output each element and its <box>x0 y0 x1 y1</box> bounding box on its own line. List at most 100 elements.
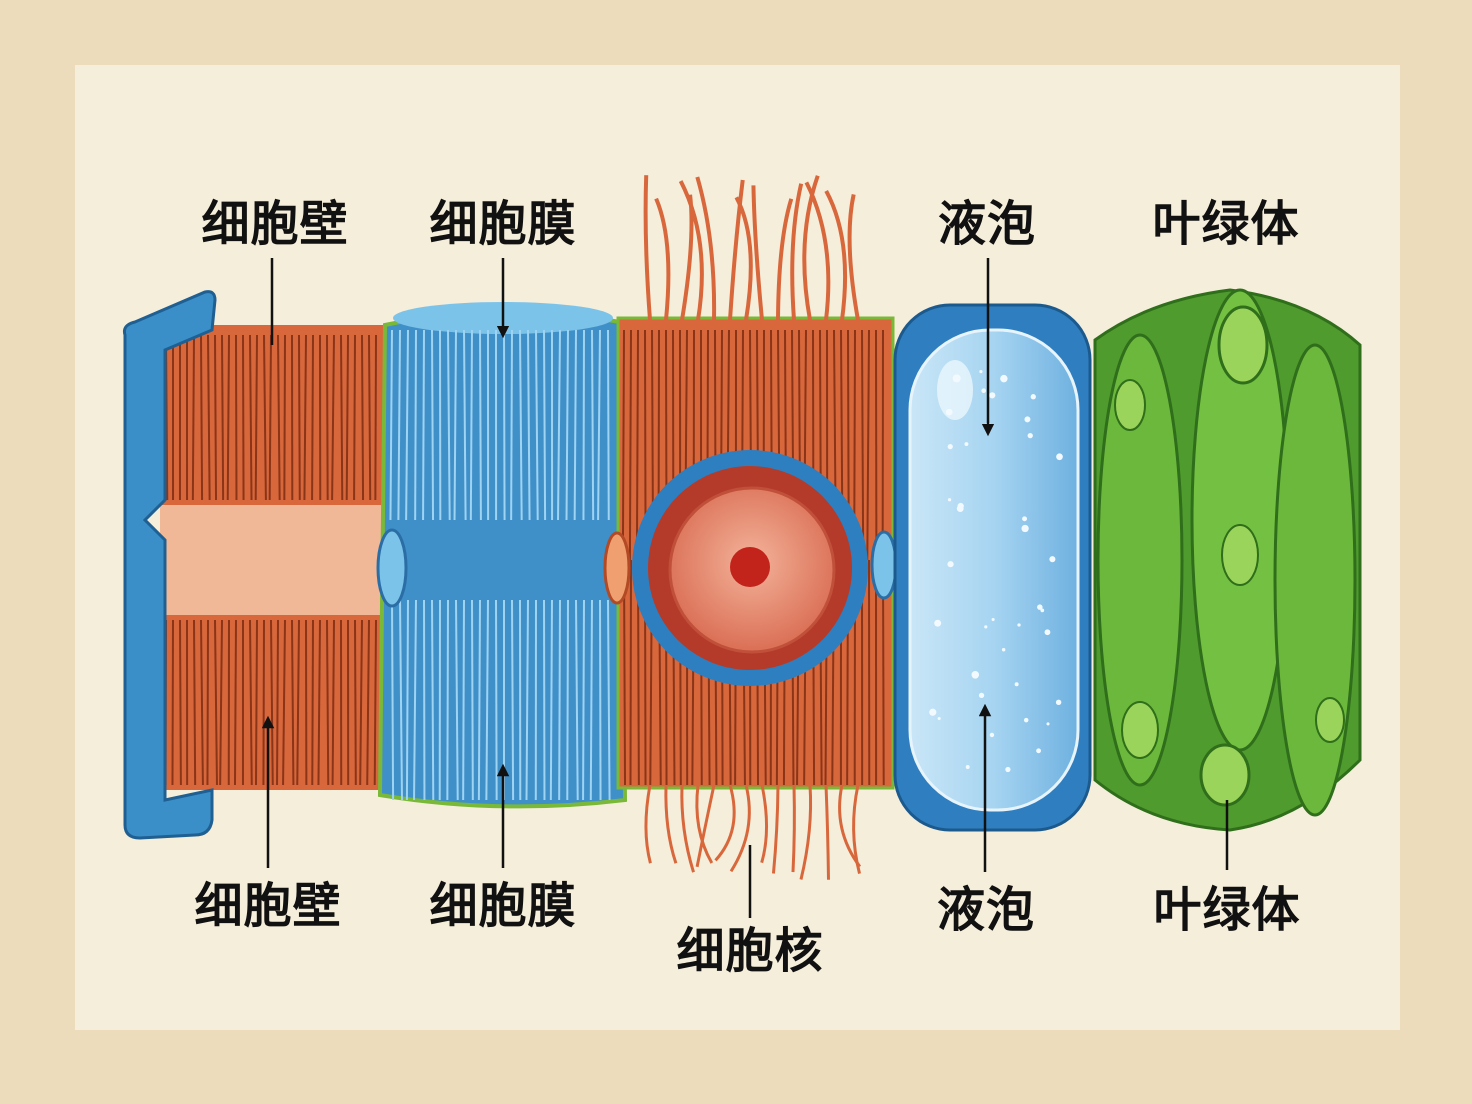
fiber-stroke <box>471 330 472 520</box>
fiber-stroke <box>480 330 481 520</box>
nucleolus <box>730 547 770 587</box>
vacuole-particle <box>1056 453 1063 460</box>
chloroplast-group <box>1095 290 1360 830</box>
fiber-stroke <box>207 620 208 785</box>
fiber-stroke <box>172 620 173 785</box>
fiber-stroke <box>423 330 424 520</box>
fiber-stroke <box>215 335 216 500</box>
label-bottom-vacuole: 液泡 <box>937 886 1035 934</box>
fiber-stroke <box>407 600 408 800</box>
fiber-stroke <box>362 335 363 500</box>
vacuole-particle <box>948 498 951 501</box>
fiber-stroke <box>193 335 194 500</box>
fiber-stroke <box>392 600 393 800</box>
fiber-stroke <box>432 330 433 520</box>
fiber-stroke <box>551 600 552 800</box>
fiber-stroke <box>312 335 313 500</box>
vacuole-particle <box>1002 648 1005 651</box>
label-top-chloroplast: 叶绿体 <box>1152 200 1299 248</box>
fiber-stroke <box>333 620 334 785</box>
fiber-stroke <box>630 330 631 560</box>
cell-membrane-block <box>378 302 625 806</box>
vacuole-particle <box>1036 748 1041 753</box>
vacuole-particle <box>1000 375 1007 382</box>
fiber-stroke <box>292 620 293 785</box>
fiber-stroke <box>354 335 355 500</box>
fiber-stroke <box>583 330 584 520</box>
fiber-stroke <box>583 600 584 800</box>
fiber-strand <box>793 785 794 872</box>
fiber-stroke <box>463 600 464 800</box>
vacuole-particle <box>947 561 953 567</box>
fiber-stroke <box>284 335 285 500</box>
fiber-stroke <box>256 620 257 785</box>
vacuole-particle <box>1024 718 1029 723</box>
vacuole-particle <box>934 620 941 627</box>
vacuole-particle <box>992 618 995 621</box>
vacuole-particle <box>1049 556 1055 562</box>
vacuole-particle <box>979 693 984 698</box>
vacuole-particle <box>946 409 953 416</box>
fiber-stroke <box>432 600 433 800</box>
fiber-stroke <box>256 335 257 500</box>
vacuole-particle <box>1028 433 1033 438</box>
fiber-stroke <box>341 335 342 500</box>
fiber-stroke <box>472 600 473 800</box>
fiber-stroke <box>600 600 601 800</box>
fiber-stroke <box>447 600 448 800</box>
fiber-stroke <box>575 330 576 520</box>
fiber-stroke <box>228 335 229 500</box>
label-bottom-cell-wall: 细胞壁 <box>194 882 341 930</box>
vacuole-particle <box>1021 525 1028 532</box>
label-top-vacuole: 液泡 <box>938 200 1036 248</box>
fiber-stroke <box>270 335 271 500</box>
vacuole-particle <box>971 671 979 679</box>
fiber-stroke <box>375 620 376 785</box>
label-bottom-cell-membrane: 细胞膜 <box>429 882 576 930</box>
fiber-stroke <box>201 335 202 500</box>
fiber-stroke <box>592 330 593 520</box>
vacuole-particle <box>1022 516 1027 521</box>
fiber-stroke <box>862 330 863 560</box>
fiber-stroke <box>369 335 370 500</box>
fiber-stroke <box>630 560 631 785</box>
fiber-stroke <box>327 620 328 785</box>
fiber-stroke <box>544 330 545 520</box>
fiber-stroke <box>327 335 328 500</box>
vacuole <box>895 305 1090 830</box>
vacuole-particle <box>929 709 936 716</box>
vacuole-particle <box>989 392 995 398</box>
vacuole-particle <box>1056 700 1061 705</box>
vacuole-particle <box>990 733 994 737</box>
fiber-stroke <box>375 335 376 500</box>
fiber-stroke <box>222 335 223 500</box>
vacuole-particle <box>957 505 964 512</box>
fiber-stroke <box>512 600 513 800</box>
fiber-stroke <box>355 620 356 785</box>
fiber-stroke <box>623 330 624 560</box>
cell-wall-fibers <box>160 325 385 790</box>
fiber-stroke <box>194 620 195 785</box>
vacuole-particle <box>1040 609 1044 613</box>
label-bottom-nucleus: 细胞核 <box>676 927 823 975</box>
fiber-stroke <box>180 620 181 785</box>
fiber-stroke <box>496 600 497 800</box>
fiber-stroke <box>299 335 300 500</box>
vacuole-particle <box>1015 682 1019 686</box>
fiber-stroke <box>637 330 638 560</box>
vacuole-particle <box>984 625 987 628</box>
fiber-stroke <box>243 335 244 500</box>
fiber-stroke <box>277 620 278 785</box>
label-top-cell-wall: 细胞壁 <box>201 200 348 248</box>
vacuole-particle <box>1017 623 1020 626</box>
fiber-stroke <box>479 600 480 800</box>
fiber-stroke <box>312 620 313 785</box>
vacuole-particle <box>964 442 968 446</box>
fiber-stroke <box>567 600 568 800</box>
fiber-stroke <box>591 600 592 800</box>
vacuole-particle <box>979 370 982 373</box>
fiber-stroke <box>559 600 560 800</box>
fiber-stroke <box>235 620 236 785</box>
fiber-stroke <box>415 330 416 520</box>
vacuole-particle <box>948 444 953 449</box>
